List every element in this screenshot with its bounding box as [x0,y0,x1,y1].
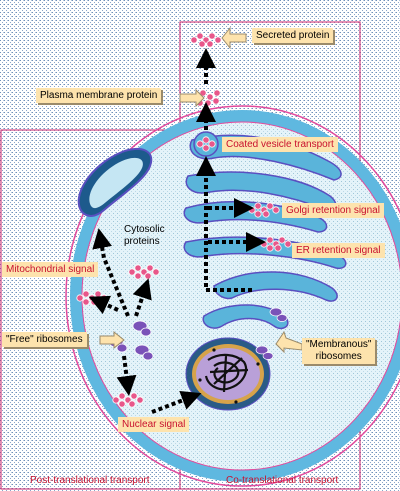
mitochondrion [77,147,153,217]
callout-arrow-icon [99,26,303,354]
label-er-retention-signal: ER retention signal [292,243,385,258]
label-free-ribosomes: "Free" ribosomes [2,332,87,347]
dotted-arrow-icon [88,48,266,414]
label-plasma-membrane-protein: Plasma membrane protein [36,88,162,103]
label-mitochondrial-signal: Mitochondrial signal [2,262,99,277]
label-coated-vesicle-transport: Coated vesicle transport [222,137,338,152]
label-cytosolic-proteins: Cytosolic proteins [124,224,165,247]
label-post-translational-transport: Post-translational transport [30,475,150,486]
cell-membrane [65,105,400,487]
label-membranous-ribosomes: "Membranous" ribosomes [302,338,376,364]
label-secreted-protein: Secreted protein [252,28,334,43]
label-golgi-retention-signal: Golgi retention signal [282,203,384,218]
label-co-translational-transport: Co-translational transport [226,475,339,486]
golgi-apparatus [183,134,347,330]
ribosome-membranous [255,307,288,360]
coated-vesicle [193,131,219,157]
nucleus [185,337,271,411]
label-nuclear-signal: Nuclear signal [118,417,190,432]
